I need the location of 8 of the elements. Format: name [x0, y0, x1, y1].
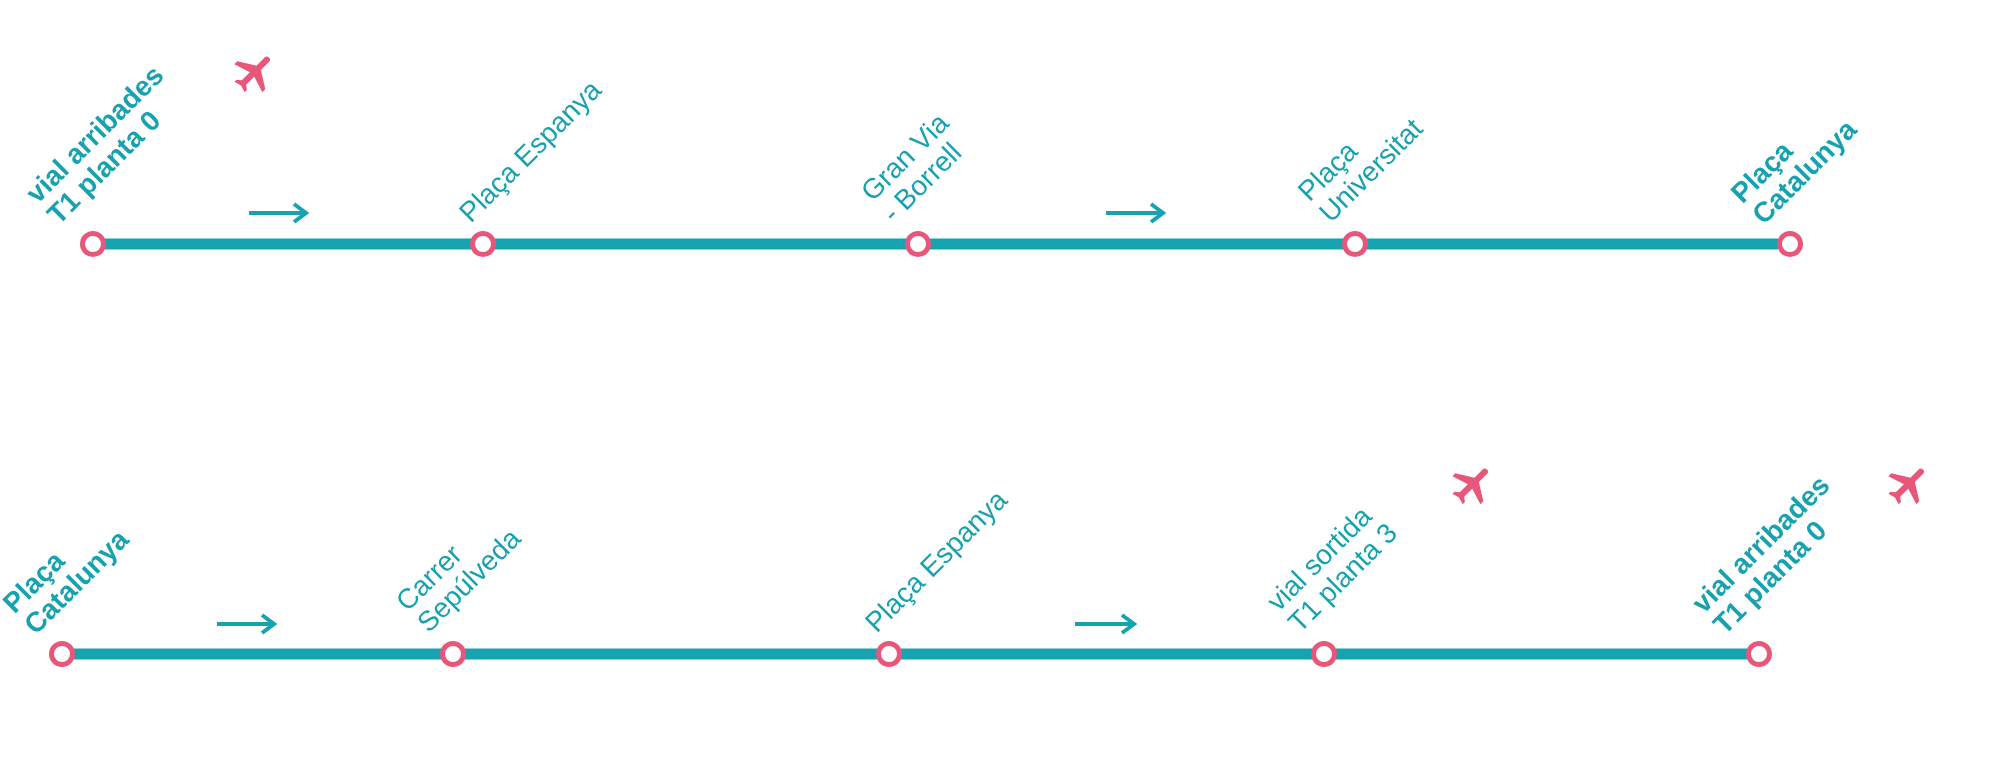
route-line — [1336, 648, 1747, 660]
route-line — [930, 238, 1343, 250]
route-line — [74, 648, 441, 660]
route-line — [105, 238, 471, 250]
route-line — [495, 238, 906, 250]
route-line — [465, 648, 877, 660]
route-line — [901, 648, 1312, 660]
route-line — [1367, 238, 1778, 250]
